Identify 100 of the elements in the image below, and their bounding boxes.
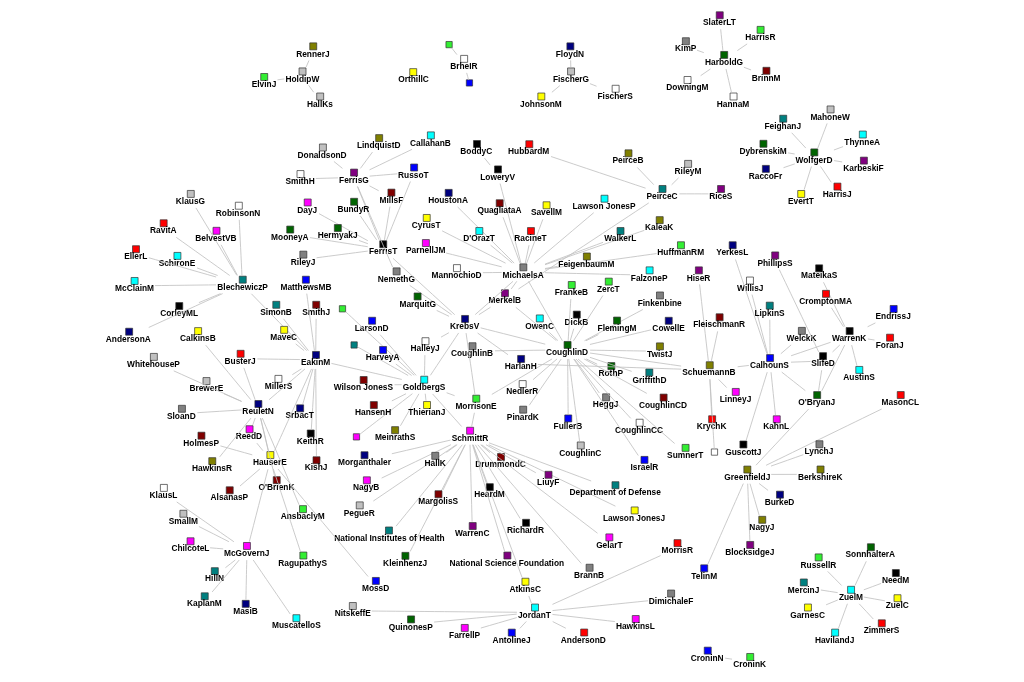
connector — [566, 358, 569, 415]
connector — [589, 356, 632, 372]
connector — [589, 349, 646, 352]
node-label: NagyJ — [748, 521, 774, 532]
node-label: JordanT — [517, 609, 551, 620]
connector — [585, 334, 599, 342]
node-box — [350, 341, 358, 349]
node-label: BrinnM — [751, 72, 781, 83]
node-label: MaveC — [269, 332, 297, 343]
connector — [395, 444, 463, 527]
connector — [816, 123, 828, 149]
connector — [533, 212, 594, 264]
node-label: RiceS — [708, 191, 732, 202]
connector — [749, 483, 760, 516]
node-label: EakinM — [300, 357, 330, 368]
connector — [259, 417, 269, 451]
node-label: DybrenskiM — [738, 145, 787, 156]
connector — [819, 166, 832, 183]
connector — [442, 444, 466, 491]
connector — [528, 358, 562, 406]
node-label: FischerG — [552, 73, 589, 84]
connector — [333, 161, 343, 169]
node-label: YerkesL — [715, 247, 748, 258]
node-label: FischerS — [597, 90, 633, 101]
connector — [309, 237, 368, 248]
connector — [399, 393, 419, 427]
node-label: MatthewsMB — [279, 281, 331, 292]
connector — [255, 442, 263, 452]
node-box — [465, 79, 473, 87]
node-label: DayJ — [296, 204, 317, 215]
connector — [770, 473, 797, 475]
connector — [490, 358, 552, 395]
node-label: DickB — [564, 316, 588, 327]
node-label: WarrenC — [454, 528, 489, 539]
node-label: HoustonA — [427, 195, 468, 206]
node-label: CyrusT — [411, 220, 441, 231]
connector — [440, 332, 449, 338]
node-label: ElvinJ — [251, 79, 276, 90]
node-label: McGovernJ — [223, 548, 269, 559]
connector — [779, 344, 792, 355]
node-label: BrewerE — [188, 383, 223, 394]
node-label: RussellR — [800, 559, 836, 570]
node-label: BrheIR — [449, 61, 478, 72]
node-label: RichardR — [506, 524, 544, 535]
node-label: KlausL — [149, 490, 177, 501]
connector — [219, 445, 253, 456]
connector — [245, 559, 247, 601]
connector — [569, 59, 571, 68]
connector — [423, 354, 425, 376]
connector — [790, 361, 811, 363]
node-label: HallK — [423, 457, 446, 468]
node-label: WalkerL — [603, 233, 636, 244]
connector — [261, 417, 300, 506]
connector — [862, 596, 885, 602]
connector — [768, 319, 770, 355]
connector — [551, 614, 615, 622]
connector — [441, 230, 506, 264]
node-label: MeinrathS — [374, 432, 415, 443]
connector — [242, 367, 256, 401]
connector — [636, 167, 654, 186]
connector — [743, 66, 751, 71]
connector — [307, 84, 314, 93]
node-label: ZuelC — [885, 600, 909, 611]
connector — [301, 368, 313, 405]
connector — [567, 358, 580, 442]
connector — [770, 454, 804, 467]
node-label: ParnellJM — [405, 245, 445, 256]
node-label: Lawson JonesP — [571, 200, 636, 211]
node-label: CalkinsB — [179, 333, 216, 344]
connector — [819, 589, 838, 594]
node-label: WolfgerD — [795, 154, 832, 165]
connector — [551, 621, 566, 629]
connector — [583, 358, 647, 394]
connector — [572, 358, 639, 456]
connector — [573, 358, 600, 394]
connector — [433, 613, 517, 623]
connector — [765, 408, 882, 466]
node-label: MercinJ — [787, 584, 819, 595]
node-label: KrebsV — [449, 321, 479, 332]
node-label: HermyakJ — [317, 230, 358, 241]
node-label: RileyM — [674, 166, 701, 177]
connector — [485, 444, 536, 474]
node-label: KimP — [674, 43, 696, 54]
node-label: QuinonesP — [388, 621, 433, 632]
connector — [480, 444, 598, 534]
connector — [172, 370, 242, 402]
connector — [510, 280, 517, 290]
connector — [383, 206, 390, 241]
node-label: Wilson JonesS — [333, 382, 393, 393]
connector — [770, 371, 776, 416]
node-label: WarrenK — [831, 333, 866, 344]
connector — [866, 338, 875, 341]
connector — [330, 363, 402, 380]
node-label: O'BryanJ — [797, 397, 835, 408]
node-label: KishJ — [304, 462, 327, 473]
node-label: BlechewiczP — [216, 281, 268, 292]
connector — [356, 186, 380, 241]
node-label: GoldbergS — [402, 381, 445, 392]
connector — [575, 358, 631, 419]
connector — [706, 483, 744, 565]
